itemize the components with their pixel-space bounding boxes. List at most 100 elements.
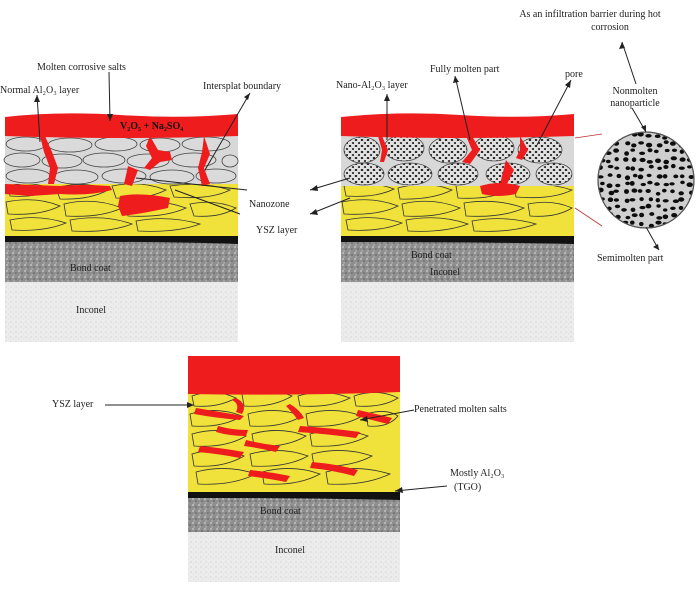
nanoparticle-dot — [598, 207, 604, 212]
label-v2o5-na2so4: V₂O₅ + Na₂SO₄ — [120, 121, 184, 132]
label-intersplat-boundary: Intersplat boundary — [203, 81, 282, 92]
label-mostly-al2o3: Mostly Al₂O₃ — [450, 468, 505, 479]
nanoparticle-dot — [632, 173, 638, 178]
nanoparticle-dot — [649, 212, 655, 216]
nanoparticle-dot — [656, 143, 663, 148]
nanoparticle-dot — [663, 165, 669, 169]
nanoparticle-dot — [688, 141, 693, 147]
nanoparticle-dot — [664, 148, 670, 153]
nanoparticle-dot — [605, 141, 612, 145]
nanoparticle-dot — [679, 157, 686, 162]
label-inconel-right: Inconel — [430, 267, 460, 278]
nanoparticle-dot — [607, 197, 614, 202]
bond-coat-layer-right — [341, 240, 574, 282]
nanoparticle-dot — [670, 206, 676, 210]
nanoparticle-dot — [637, 174, 644, 180]
nanoparticle-dot — [662, 199, 669, 203]
panel-normal-coating — [3, 113, 239, 342]
ysz-layer-bottom — [188, 390, 400, 492]
nanoparticle-dot — [687, 165, 693, 169]
nanoparticle-dot — [624, 198, 630, 203]
label-inconel-bottom: Inconel — [275, 545, 305, 556]
panel-nano-coating — [341, 113, 695, 342]
ysz-layer-right — [341, 180, 574, 236]
annotation-arrows — [36, 41, 660, 492]
nanoparticle-dot — [629, 181, 635, 186]
nanoparticle-dot — [624, 189, 629, 194]
label-nano-al2o3-layer: Nano-Al₂O₃ layer — [336, 80, 408, 91]
nanoparticle-dot — [671, 148, 678, 152]
nanoparticle-dot — [662, 136, 668, 140]
label-barrier-line1: As an infiltration barrier during hot — [519, 9, 661, 20]
nanoparticle-dot — [648, 197, 654, 202]
nanoparticle-dot — [640, 182, 646, 187]
nanoparticle-dot — [600, 181, 605, 186]
label-ysz-layer-left: YSZ layer — [256, 225, 298, 236]
nanoparticle-dot — [678, 191, 684, 196]
nanoparticle-dot — [623, 157, 629, 162]
nanoparticle-dot — [656, 204, 661, 208]
nanoparticle-dot — [648, 223, 655, 228]
nanoparticle-dot — [655, 158, 661, 164]
nanoparticle-dot — [645, 189, 651, 193]
nanoparticle-dot — [599, 141, 606, 146]
molten-salt-top-layer — [5, 113, 238, 138]
nanoparticle-dot — [598, 175, 604, 179]
inconel-layer-bottom — [188, 530, 400, 582]
label-inconel-left: Inconel — [76, 305, 106, 316]
nanoparticle-dot — [625, 181, 630, 186]
nanoparticle-dot — [671, 133, 677, 138]
label-molten-salts: Molten corrosive salts — [37, 62, 126, 73]
nanoparticle-dot — [615, 133, 621, 138]
nanoparticle-dot — [631, 143, 637, 148]
nanoparticle-dot — [685, 215, 692, 219]
nanoparticle-dot — [678, 197, 685, 202]
nanoparticle-dot — [655, 220, 662, 225]
nanoparticle-dot — [600, 213, 607, 218]
nanoparticle-dot — [654, 134, 661, 138]
label-nonmolten-line2: nanoparticle — [610, 98, 660, 109]
nanoparticle-dot — [607, 221, 612, 225]
nanoparticle-dot — [639, 197, 644, 202]
nanoparticle-dot — [624, 175, 631, 181]
molten-salt-top-layer-bottom — [188, 356, 400, 395]
label-pore: pore — [565, 69, 583, 80]
nanoparticle-dot — [655, 191, 661, 196]
bond-coat-layer-bottom — [188, 495, 400, 532]
nanoparticle-dot — [606, 183, 613, 188]
molten-salt-top-layer-right — [341, 113, 574, 138]
label-bond-coat-bottom: Bond coat — [260, 506, 301, 517]
nanoparticle-dot — [613, 148, 619, 153]
nanoparticle-dot — [671, 213, 678, 218]
nanoparticle-dot — [638, 167, 644, 172]
label-penetrated-molten-salts: Penetrated molten salts — [414, 404, 507, 415]
nanoparticle-dot — [631, 157, 637, 162]
nanoparticle-dot — [647, 148, 653, 153]
nanoparticle-dot — [678, 205, 684, 210]
nanoparticle-dot — [625, 166, 630, 171]
nanoparticle-dot — [614, 166, 620, 170]
nanoparticle-dot — [614, 220, 620, 225]
nanoparticle-dot — [631, 188, 638, 193]
label-ysz-layer-bottom: YSZ layer — [52, 399, 94, 410]
nanoparticle-dot — [614, 157, 619, 162]
nanoparticle-dot — [624, 151, 629, 156]
nanoparticle-dot — [613, 189, 619, 193]
nanoparticle-dot — [673, 174, 679, 179]
inconel-layer-right — [341, 280, 574, 342]
label-nonmolten-line1: Nonmolten — [612, 86, 658, 97]
nanoparticle-dot — [608, 190, 615, 196]
nanoparticle-dot — [655, 198, 660, 203]
salt-infiltrated-band — [5, 184, 112, 196]
nanoparticle-dot — [669, 182, 675, 186]
penetrated-salts — [194, 398, 392, 482]
nanoparticle-dot — [607, 133, 613, 139]
nanoparticle-dot — [672, 222, 677, 227]
nanoparticle-dot — [679, 149, 685, 154]
nanoparticle-dot — [662, 214, 669, 220]
nanoparticle-dot — [639, 205, 646, 210]
nanoparticle-dot — [680, 180, 685, 185]
nanoparticle-dot — [663, 159, 669, 165]
nanoparticle-dot — [672, 199, 680, 203]
label-tgo: (TGO) — [454, 482, 482, 493]
